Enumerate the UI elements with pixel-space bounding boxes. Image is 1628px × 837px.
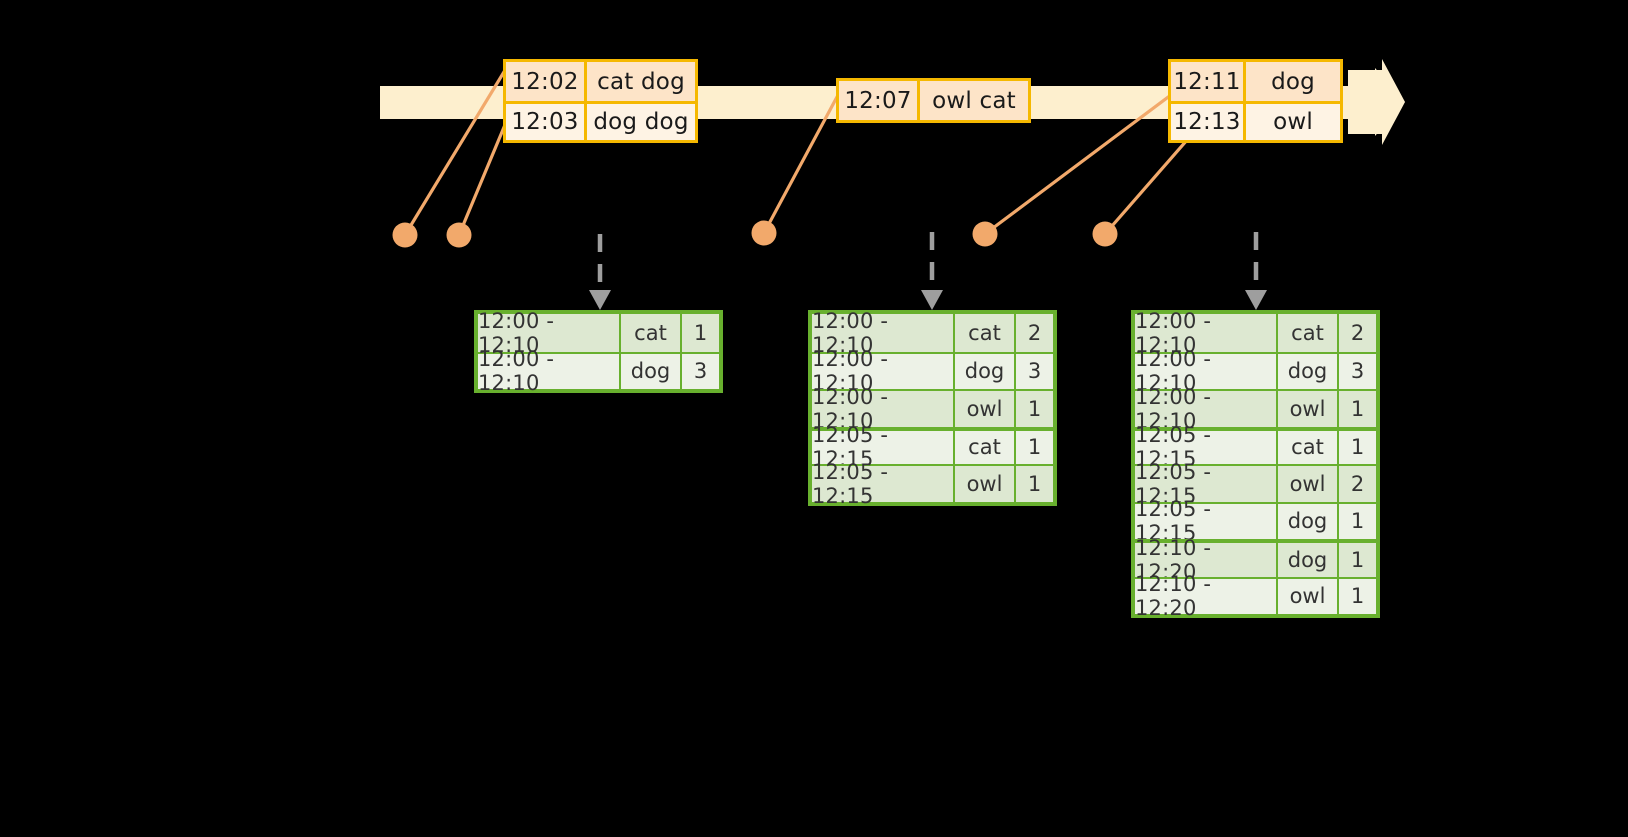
- window-range-cell: 12:00 - 12:10: [1135, 347, 1278, 395]
- event-words: dog dog: [593, 109, 689, 135]
- word-key-cell: owl: [1278, 391, 1339, 427]
- word-key-cell: dog: [1278, 543, 1339, 577]
- word-key-cell: cat: [1278, 314, 1339, 352]
- window-range-cell: 12:00 - 12:10: [812, 309, 955, 357]
- word-key-cell: dog: [1278, 503, 1339, 539]
- dashed-arrow-heads: [589, 290, 1267, 310]
- event-row: 12:07 owl cat: [839, 81, 1028, 120]
- window-range-cell: 12:00 - 12:10: [812, 385, 955, 433]
- dashed-arrows: [597, 232, 1259, 292]
- window-range-cell: 12:05 - 12:15: [1135, 497, 1278, 545]
- count-cell: 3: [693, 359, 708, 384]
- event-words: cat dog: [597, 68, 685, 95]
- window-range-cell: 12:10 - 12:20: [1135, 572, 1278, 620]
- count-cell: 2: [1350, 320, 1365, 345]
- word-key-cell: owl: [955, 466, 1016, 502]
- event-row: 12:02 cat dog: [506, 62, 695, 101]
- dot-12-11: [972, 221, 998, 247]
- dot-12-03: [446, 222, 472, 248]
- word-key-cell: cat: [955, 430, 1016, 464]
- count-cell: 2: [1027, 320, 1042, 345]
- count-cell: 1: [1350, 547, 1365, 572]
- word-key-cell: owl: [1278, 578, 1339, 614]
- dot-12-02: [392, 222, 418, 248]
- connector-line-12-07: [762, 81, 847, 234]
- count-cell: 3: [1027, 359, 1042, 384]
- event-words: owl cat: [932, 87, 1016, 114]
- event-time: 12:03: [506, 104, 587, 140]
- word-key-cell: dog: [955, 353, 1016, 389]
- event-words: owl: [1273, 109, 1313, 135]
- window-range-cell: 12:00 - 12:10: [812, 347, 955, 395]
- word-key-cell: cat: [1278, 430, 1339, 464]
- count-cell: 1: [1350, 396, 1365, 421]
- count-cell: 1: [693, 320, 708, 345]
- connector-dots: [392, 220, 1118, 248]
- word-key-cell: owl: [1278, 466, 1339, 502]
- event-time: 12:02: [506, 62, 587, 101]
- word-key-cell: dog: [1278, 353, 1339, 389]
- dashed-arrow-head-3: [1245, 290, 1267, 310]
- event-words: dog: [1271, 68, 1315, 95]
- event-time: 12:07: [839, 81, 920, 120]
- count-cell: 1: [1350, 509, 1365, 534]
- word-key-cell: cat: [955, 314, 1016, 352]
- window-range-cell: 12:00 - 12:10: [478, 309, 621, 357]
- word-key-cell: owl: [955, 391, 1016, 427]
- connector-line-12-02: [403, 61, 512, 236]
- dot-12-13: [1092, 221, 1118, 247]
- event-time: 12:13: [1171, 104, 1246, 140]
- event-group-3: 12:11 dog 12:13 owl: [1168, 59, 1343, 143]
- window-range-cell: 12:05 - 12:15: [812, 460, 955, 508]
- dashed-arrow-head-2: [921, 290, 943, 310]
- count-cell: 2: [1350, 471, 1365, 496]
- event-row: 12:11 dog: [1171, 62, 1340, 101]
- count-cell: 1: [1027, 435, 1042, 460]
- event-row: 12:03 dog dog: [506, 101, 695, 140]
- event-row: 12:13 owl: [1171, 101, 1340, 140]
- window-range-cell: 12:05 - 12:15: [1135, 460, 1278, 508]
- word-key-cell: cat: [621, 314, 682, 352]
- window-range-cell: 12:00 - 12:10: [1135, 385, 1278, 433]
- count-cell: 1: [1027, 471, 1042, 496]
- window-range-cell: 12:00 - 12:10: [1135, 309, 1278, 357]
- event-group-1: 12:02 cat dog 12:03 dog dog: [503, 59, 698, 143]
- count-cell: 3: [1350, 359, 1365, 384]
- count-cell: 1: [1027, 396, 1042, 421]
- event-group-2: 12:07 owl cat: [836, 78, 1031, 123]
- dot-12-07: [751, 220, 777, 246]
- count-cell: 1: [1350, 435, 1365, 460]
- word-key-cell: dog: [621, 353, 682, 389]
- window-range-cell: 12:00 - 12:10: [478, 347, 621, 395]
- count-cell: 1: [1350, 584, 1365, 609]
- event-time: 12:11: [1171, 62, 1246, 101]
- dashed-arrow-head-1: [589, 290, 611, 310]
